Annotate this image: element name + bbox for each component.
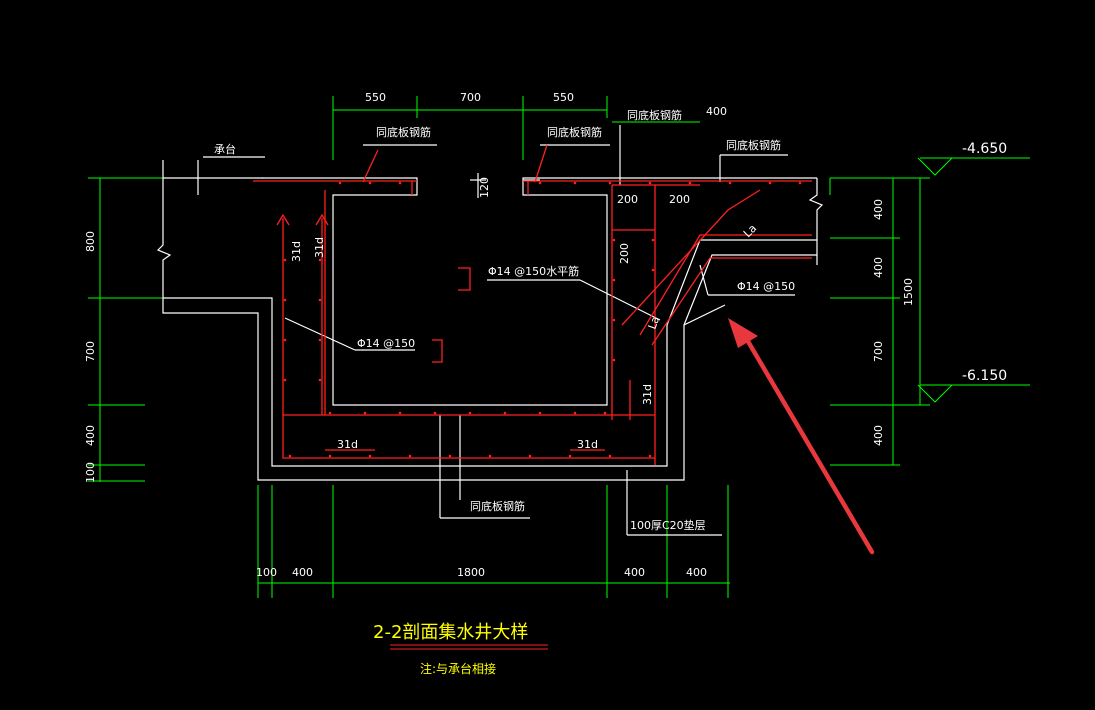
label-cap: 承台	[214, 142, 236, 156]
label-anchor-left-a: 31d	[290, 241, 303, 262]
dim-inner-200-c: 200	[618, 243, 631, 264]
drawing-title: 2-2剖面集水井大样	[373, 622, 528, 643]
label-rebar-main: Φ14 @150	[357, 337, 415, 350]
elevation-bottom: -6.150	[962, 368, 1007, 384]
dim-right-2: 400	[872, 257, 885, 278]
annotation-arrow	[728, 318, 875, 555]
dim-top-1: 550	[365, 91, 386, 104]
dimension-lines	[88, 96, 1030, 598]
label-rebar-horizontal: Φ14 @150水平筋	[488, 264, 579, 278]
label-la-lower: La	[646, 314, 663, 331]
dim-bottom-5: 400	[686, 566, 707, 579]
label-anchor-bottom-right: 31d	[577, 438, 598, 451]
label-same-bottom-5: 同底板钢筋	[470, 499, 525, 513]
dim-left-1: 800	[84, 231, 97, 252]
label-anchor-left-b: 31d	[313, 237, 326, 258]
label-anchor-right: 31d	[641, 384, 654, 405]
dim-bottom-4: 400	[624, 566, 645, 579]
dim-opening-120: 120	[478, 177, 491, 198]
label-same-bottom-3: 同底板钢筋	[627, 108, 682, 122]
dim-top-3: 550	[553, 91, 574, 104]
dim-top-2: 700	[460, 91, 481, 104]
dim-right-3: 700	[872, 341, 885, 362]
drawing-note: 注:与承台相接	[420, 661, 496, 676]
rebar-dots	[283, 181, 802, 458]
label-la-upper: La	[741, 222, 759, 240]
dim-bottom-1: 100	[256, 566, 277, 579]
dim-left-3: 400	[84, 425, 97, 446]
concrete-outline	[156, 125, 824, 536]
rebar-lines	[253, 144, 812, 465]
dim-right-1: 400	[872, 199, 885, 220]
dim-right-total: 1500	[902, 278, 915, 306]
label-same-bottom-1: 同底板钢筋	[376, 125, 431, 139]
dim-left-2: 700	[84, 341, 97, 362]
dim-top-4: 400	[706, 105, 727, 118]
dim-left-4: 100	[84, 462, 97, 483]
dim-inner-200-b: 200	[669, 193, 690, 206]
label-cushion: 100厚C20垫层	[630, 518, 706, 532]
dim-bottom-2: 400	[292, 566, 313, 579]
label-anchor-bottom-left: 31d	[337, 438, 358, 451]
label-same-bottom-2: 同底板钢筋	[547, 125, 602, 139]
label-rebar-right: Φ14 @150	[737, 280, 795, 293]
dim-inner-200-a: 200	[617, 193, 638, 206]
dim-right-4: 400	[872, 425, 885, 446]
elevation-top: -4.650	[962, 141, 1007, 157]
dim-bottom-3: 1800	[457, 566, 485, 579]
label-same-bottom-4: 同底板钢筋	[726, 138, 781, 152]
